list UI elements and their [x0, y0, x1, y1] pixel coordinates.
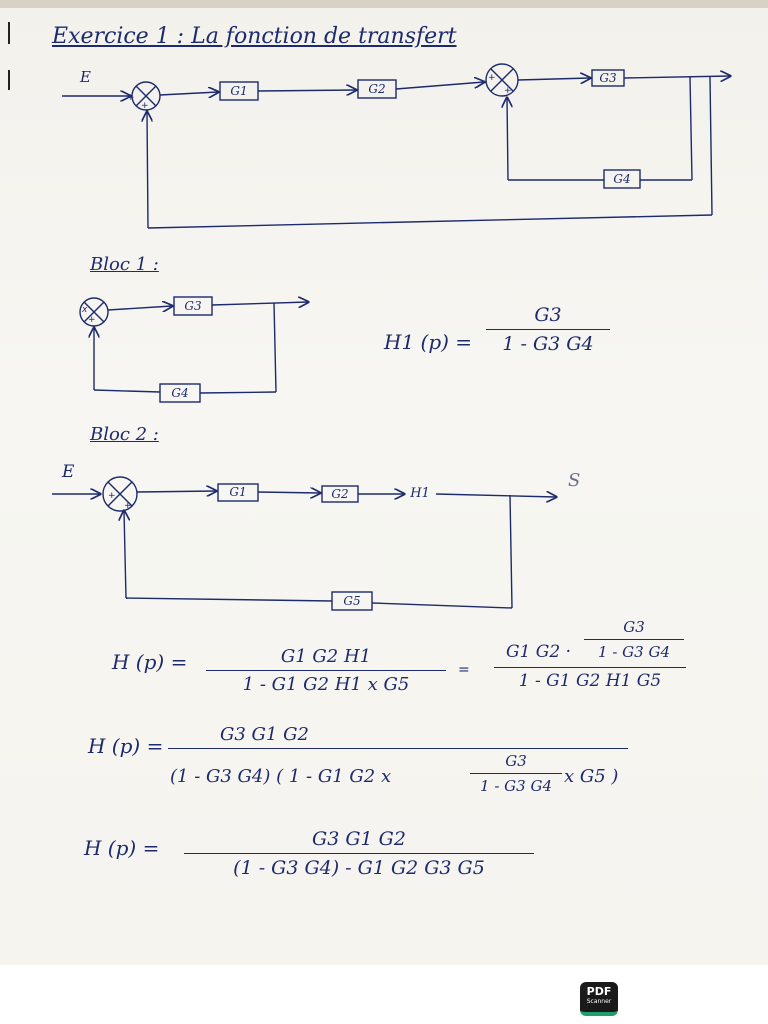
- input-label-e: E: [80, 68, 91, 86]
- bloc2-input-e: E: [62, 462, 75, 482]
- eq3-denominator: (1 - G3 G4) - G1 G2 G3 G5: [233, 857, 485, 879]
- eq3-numerator: G3 G1 G2: [312, 828, 406, 850]
- badge-text: PDF: [586, 985, 612, 998]
- eq1-rhs-numerator: G1 G2 · G3 1 - G3 G4: [494, 618, 686, 664]
- summing-junction: [79, 297, 109, 327]
- eq2-den-prefix: (1 - G3 G4) ( 1 - G1 G2 x: [170, 766, 392, 787]
- fraction-bar: [494, 667, 686, 668]
- bloc1-block-g3: G3: [184, 299, 202, 313]
- fraction-bar: [470, 773, 562, 774]
- eq1-lhs: H (p) =: [112, 650, 188, 674]
- badge-subtext: Scanner: [586, 998, 612, 1005]
- margin-mark: [8, 70, 10, 90]
- svg-text:+: +: [504, 86, 512, 96]
- eq3-lhs: H (p) =: [84, 836, 160, 860]
- eq1-fraction: G1 G2 H1 1 - G1 G2 H1 x G5: [206, 646, 446, 695]
- svg-text:+: +: [108, 491, 116, 501]
- block-g1: G1: [230, 84, 248, 98]
- notebook-page: [0, 0, 768, 965]
- bloc2-heading: Bloc 2 :: [90, 424, 159, 445]
- eq3-fraction: G3 G1 G2 (1 - G3 G4) - G1 G2 G3 G5: [184, 828, 534, 879]
- h1-lhs: H1 (p) =: [384, 330, 473, 354]
- svg-text:x: x: [81, 305, 88, 315]
- inner-numerator: G3: [505, 752, 527, 770]
- eq1-rhs-fraction: G1 G2 · G3 1 - G3 G4 1 - G1 G2 H1 G5: [494, 618, 686, 691]
- bloc2-output-s: S: [568, 470, 581, 491]
- h1-fraction: G3 1 - G3 G4: [486, 304, 610, 355]
- eq1-rhs-denominator: 1 - G1 G2 H1 G5: [518, 671, 662, 691]
- block-rect: [603, 169, 641, 189]
- exercise-title: Exercice 1 : La fonction de transfert: [52, 24, 457, 49]
- svg-text:+: +: [488, 73, 496, 83]
- fraction-bar: [206, 670, 446, 671]
- h1-denominator: 1 - G3 G4: [502, 333, 594, 355]
- eq2-fraction: G3 G1 G2 (1 - G3 G4) ( 1 - G1 G2 x G3 1 …: [168, 724, 628, 798]
- fraction-bar: [486, 329, 610, 330]
- bloc1-block-g4: G4: [171, 386, 189, 400]
- inner-denominator: 1 - G3 G4: [598, 643, 670, 661]
- bloc2-block-g2: G2: [331, 487, 349, 501]
- svg-text:+: +: [127, 93, 135, 103]
- bloc2-block-h1: H1: [410, 486, 430, 501]
- bloc1-heading: Bloc 1 :: [90, 254, 159, 275]
- page-top-edge: [0, 0, 768, 8]
- block-rect: [159, 383, 201, 403]
- block-g2: G2: [368, 82, 386, 96]
- svg-text:+: +: [124, 501, 132, 511]
- block-g3: G3: [599, 71, 617, 85]
- eq2-denominator: (1 - G3 G4) ( 1 - G1 G2 x G3 1 - G3 G4 x…: [168, 752, 628, 798]
- eq2-den-suffix: x G5 ): [564, 766, 619, 787]
- svg-text:+: +: [88, 315, 96, 325]
- eq2-lhs: H (p) =: [88, 734, 164, 758]
- block-rect: [173, 296, 213, 316]
- eq1-numerator: G1 G2 H1: [280, 646, 372, 667]
- pdf-scanner-logo: PDF Scanner: [580, 982, 618, 1016]
- bloc2-block-g1: G1: [229, 485, 247, 499]
- summing-junction: [131, 81, 161, 111]
- h1-numerator: G3: [534, 304, 562, 326]
- eq1-rhs-inner-fraction: G3 1 - G3 G4: [584, 618, 684, 661]
- eq1-rhs-num-prefix: G1 G2 ·: [506, 642, 572, 662]
- eq2-den-inner-fraction: G3 1 - G3 G4: [470, 752, 562, 795]
- fraction-bar: [584, 639, 684, 640]
- fraction-bar: [184, 853, 534, 854]
- fraction-bar: [168, 748, 628, 749]
- block-g4: G4: [613, 172, 631, 186]
- inner-numerator: G3: [623, 618, 645, 636]
- svg-text:+: +: [141, 101, 149, 111]
- block-diagrams: ++ ++ x+ ++: [52, 63, 768, 611]
- inner-denominator: 1 - G3 G4: [480, 777, 552, 795]
- bloc2-block-g5: G5: [343, 594, 361, 608]
- eq1-equals: =: [458, 662, 470, 678]
- margin-mark: [8, 22, 10, 44]
- eq2-numerator: G3 G1 G2: [220, 724, 309, 745]
- eq1-denominator: 1 - G1 G2 H1 x G5: [242, 674, 410, 695]
